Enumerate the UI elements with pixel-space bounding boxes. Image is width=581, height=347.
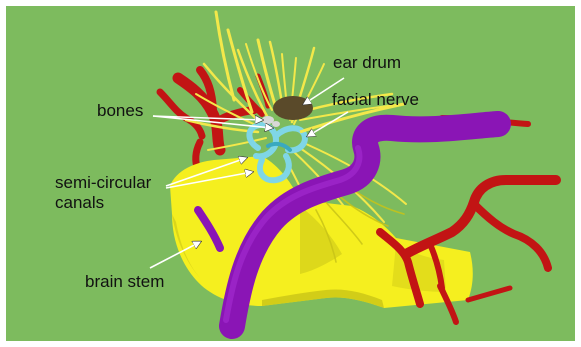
label-canals: canals [55,193,104,212]
ear-drum [273,96,313,120]
label-ear-drum: ear drum [333,53,401,72]
label-semi-circular: semi-circular [55,173,151,192]
label-bones: bones [97,101,143,120]
label-brain-stem: brain stem [85,272,164,291]
label-facial-nerve: facial nerve [332,90,419,109]
